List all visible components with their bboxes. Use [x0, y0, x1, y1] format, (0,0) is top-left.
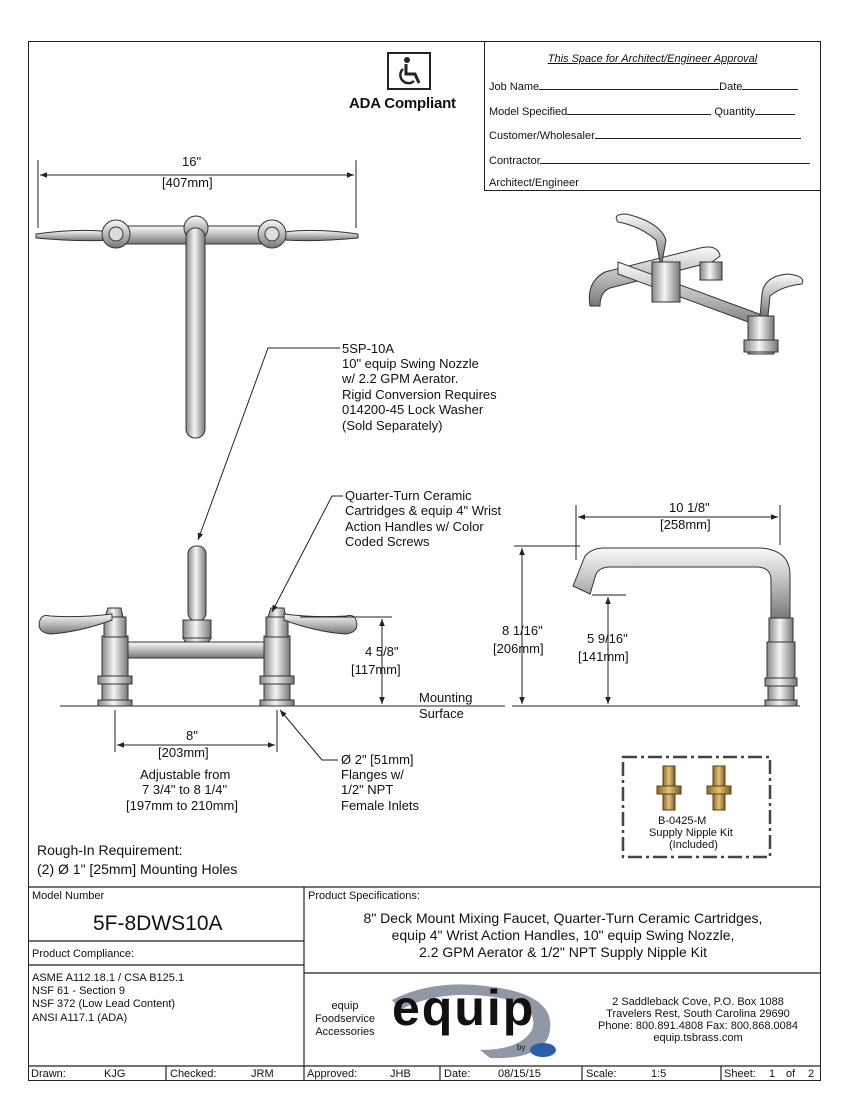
isometric-view	[588, 213, 804, 355]
dim-8-in: 8"	[186, 728, 198, 743]
dim-5-9-16: 5 9/16"	[587, 631, 628, 646]
contractor-label: Contractor	[489, 155, 541, 167]
address-line: equip.tsbrass.com	[653, 1032, 743, 1044]
nozzle-callout-line: Rigid Conversion Requires	[342, 387, 497, 402]
sheets-value: 2	[808, 1068, 815, 1080]
flange-callout-line: Flanges w/	[341, 767, 404, 782]
dim-203: [203mm]	[158, 745, 209, 760]
nipple-kit-note: (Included)	[669, 839, 718, 851]
date-value: 08/15/15	[498, 1068, 541, 1080]
equip-logo: equip	[392, 980, 536, 1036]
compliance-item: ASME A112.18.1 / CSA B125.1	[32, 972, 185, 984]
customer-row: Customer/Wholesaler	[489, 128, 801, 142]
nozzle-callout-line: 5SP-10A	[342, 341, 395, 356]
scale-label: Scale:	[586, 1068, 617, 1080]
adjustable-line: Adjustable from	[140, 767, 231, 782]
spec-line: equip 4" Wrist Action Handles, 10" equip…	[391, 927, 735, 943]
architect-label: Architect/Engineer	[489, 177, 579, 189]
address-line: Travelers Rest, South Carolina 29690	[606, 1008, 790, 1020]
specs-label: Product Specifications:	[308, 890, 420, 902]
front-view	[38, 495, 505, 761]
adjustable-line: 7 3/4" to 8 1/4"	[142, 782, 228, 797]
sheet-label: Sheet:	[724, 1068, 756, 1080]
dim-16-in: 16"	[182, 154, 202, 169]
approval-header: This Space for Architect/Engineer Approv…	[547, 53, 758, 65]
nipple-kit-model: B-0425-M	[658, 815, 707, 827]
spec-line: 2.2 GPM Aerator & 1/2" NPT Supply Nipple…	[419, 944, 707, 960]
customer-label: Customer/Wholesaler	[489, 130, 595, 142]
surface-label: Surface	[419, 706, 464, 721]
address-line: 2 Saddleback Cove, P.O. Box 1088	[612, 996, 784, 1008]
nozzle-callout-line: (Sold Separately)	[342, 418, 443, 433]
top-view	[35, 160, 359, 439]
nozzle-callout-line: 10" equip Swing Nozzle	[342, 356, 479, 371]
approved-value: JHB	[390, 1068, 411, 1080]
checked-label: Checked:	[170, 1068, 217, 1080]
cartridge-callout-line: Cartridges & equip 4" Wrist	[345, 503, 502, 518]
job-name-row: Job Name Date	[489, 79, 799, 93]
dim-4-5-8: 4 5/8"	[365, 644, 399, 659]
by-label: by	[517, 1043, 526, 1052]
dim-206: [206mm]	[493, 641, 544, 656]
nozzle-callout-line: 014200-45 Lock Washer	[342, 402, 484, 417]
model-specified-label: Model Specified	[489, 106, 568, 118]
compliance-item: NSF 61 - Section 9	[32, 985, 125, 997]
date-label: Date:	[444, 1068, 471, 1080]
drawing-frame	[28, 41, 821, 1081]
adjustable-line: [197mm to 210mm]	[126, 798, 238, 813]
cartridge-callout-line: Action Handles w/ Color	[345, 519, 484, 534]
architect-row: Architect/Engineer	[489, 177, 579, 189]
dim-258: [258mm]	[660, 517, 711, 532]
wheelchair-icon	[399, 57, 421, 85]
brand-tagline: Foodservice	[315, 1013, 375, 1025]
compliance-label: Product Compliance:	[32, 948, 135, 960]
flange-callout-line: 1/2" NPT	[341, 782, 394, 797]
brand-tagline: Accessories	[315, 1026, 375, 1038]
date-label: Date	[719, 81, 743, 93]
approval-box: This Space for Architect/Engineer Approv…	[484, 41, 821, 191]
approved-label: Approved:	[307, 1068, 358, 1080]
rough-in-detail: (2) Ø 1" [25mm] Mounting Holes	[37, 861, 238, 877]
cartridge-callout-line: Coded Screws	[345, 534, 430, 549]
model-specified-row: Model Specified Quantity	[489, 104, 796, 118]
side-view	[512, 505, 800, 707]
dim-117: [117mm]	[351, 662, 401, 677]
nipple-kit-name: Supply Nipple Kit	[649, 827, 733, 839]
drawn-value: KJG	[104, 1068, 126, 1080]
flange-callout-line: Ø 2" [51mm]	[341, 752, 414, 767]
dim-10-1-8: 10 1/8"	[669, 500, 710, 515]
nipple-kit-box	[621, 755, 772, 859]
brand-tagline: equip	[331, 1000, 359, 1012]
flange-callout-line: Female Inlets	[341, 798, 420, 813]
sheet-value: 1	[769, 1068, 776, 1080]
address-line: Phone: 800.891.4808 Fax: 800.868.0084	[597, 1020, 798, 1032]
spec-line: 8" Deck Mount Mixing Faucet, Quarter-Tur…	[363, 910, 763, 926]
rough-in-title: Rough-In Requirement:	[37, 842, 183, 858]
ada-logo	[387, 52, 431, 90]
of-label: of	[786, 1068, 796, 1080]
quantity-label: Quantity	[714, 106, 756, 118]
dim-141: [141mm]	[578, 649, 629, 664]
tands-badge	[530, 1043, 556, 1057]
job-name-label: Job Name	[489, 81, 540, 93]
compliance-item: NSF 372 (Low Lead Content)	[32, 998, 176, 1010]
scale-value: 1:5	[651, 1068, 667, 1080]
model-number: 5F-8DWS10A	[93, 912, 223, 935]
model-number-label: Model Number	[32, 890, 105, 902]
checked-value: JRM	[251, 1068, 274, 1080]
cartridge-callout-line: Quarter-Turn Ceramic	[345, 488, 472, 503]
contractor-row: Contractor	[489, 153, 811, 167]
drawn-label: Drawn:	[31, 1068, 66, 1080]
mounting-label: Mounting	[419, 690, 473, 705]
dim-8-1-16: 8 1/16"	[502, 623, 543, 638]
compliance-item: ANSI A117.1 (ADA)	[32, 1012, 128, 1024]
nozzle-callout-line: w/ 2.2 GPM Aerator.	[342, 371, 459, 386]
dim-407-mm: [407mm]	[162, 175, 213, 190]
ada-label: ADA Compliant	[349, 95, 456, 112]
